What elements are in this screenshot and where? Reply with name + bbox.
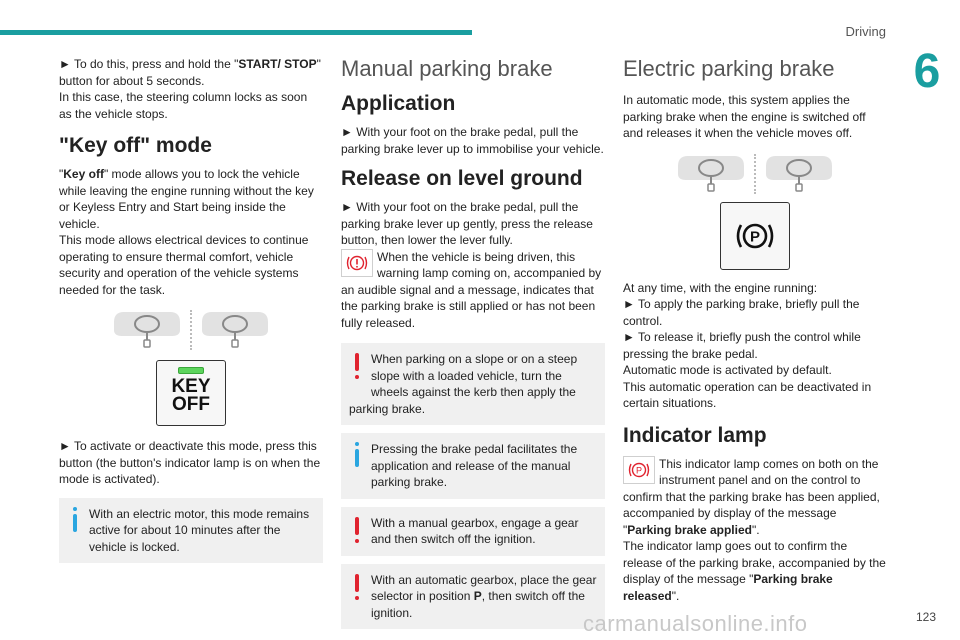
info-icon	[67, 506, 89, 540]
steering-wheel-illustration	[623, 153, 887, 194]
paragraph: ► To do this, press and hold the "START/…	[59, 57, 321, 88]
steering-wheel-right-icon	[202, 312, 268, 348]
paragraph: P This indicator lamp comes on both on t…	[623, 455, 880, 537]
paragraph: ► To apply the parking brake, briefly pu…	[623, 297, 860, 328]
svg-text:P: P	[636, 465, 642, 475]
column-2: Manual parking brake Application ► With …	[341, 56, 605, 637]
title-manual-parking-brake: Manual parking brake	[341, 56, 553, 81]
parking-brake-p-icon: P	[736, 223, 774, 248]
parking-brake-control: P	[720, 201, 790, 270]
paragraph: Automatic mode is activated by default.	[623, 363, 832, 377]
title-electric-parking-brake: Electric parking brake	[623, 56, 835, 81]
warning-note: With an automatic gearbox, place the gea…	[341, 563, 605, 629]
heading-release: Release on level ground	[341, 167, 583, 190]
steering-wheel-illustration	[59, 310, 323, 350]
steering-wheel-left-icon	[114, 312, 180, 348]
heading-application: Application	[341, 92, 456, 115]
column-1: ► To do this, press and hold the "START/…	[59, 56, 323, 571]
key-off-indicator-led	[178, 367, 204, 374]
paragraph: This mode allows electrical devices to c…	[59, 233, 309, 297]
warning-note: With a manual gearbox, engage a gear and…	[341, 506, 605, 556]
info-note: With an electric motor, this mode remain…	[59, 497, 323, 563]
column-3: Electric parking brake In automatic mode…	[623, 56, 887, 604]
svg-text:P: P	[750, 228, 760, 245]
paragraph: This automatic operation can be deactiva…	[623, 379, 872, 411]
paragraph: When the vehicle is being driven, this w…	[341, 248, 602, 330]
warning-note: When parking on a slope or on a steep sl…	[341, 343, 605, 425]
chapter-number: 6	[913, 45, 941, 98]
steering-wheel-left-icon	[678, 155, 744, 192]
brake-warning-lamp-icon	[341, 248, 373, 277]
header-accent-bar	[0, 30, 472, 35]
warning-icon	[349, 515, 371, 549]
page-number: 123	[915, 610, 936, 624]
info-icon	[349, 441, 371, 475]
paragraph: In automatic mode, this system applies t…	[623, 93, 866, 140]
paragraph: At any time, with the engine running:	[623, 280, 818, 295]
paragraph: The indicator lamp goes out to confirm t…	[623, 539, 886, 603]
steering-wheel-right-icon	[766, 155, 832, 192]
heading-indicator-lamp: Indicator lamp	[623, 423, 767, 447]
info-note: Pressing the brake pedal facilitates the…	[341, 433, 605, 499]
key-off-label-line1: KEY	[171, 376, 211, 397]
warning-icon	[349, 351, 371, 385]
warning-icon	[349, 572, 371, 606]
key-off-label-line2: OFF	[172, 394, 210, 415]
paragraph: ► With your foot on the brake pedal, pul…	[341, 200, 593, 247]
divider	[754, 153, 756, 194]
section-label: Driving	[845, 24, 886, 39]
paragraph: "Key off" mode allows you to lock the ve…	[59, 167, 314, 231]
divider	[190, 310, 192, 350]
heading-key-off: "Key off" mode	[59, 134, 212, 157]
paragraph: In this case, the steering column locks …	[59, 90, 308, 121]
paragraph: ► To release it, briefly push the contro…	[623, 330, 861, 361]
key-off-button: KEY OFF	[156, 360, 226, 426]
paragraph: ► To activate or deactivate this mode, p…	[59, 439, 321, 486]
watermark: carmanualsonline.info	[583, 611, 808, 636]
paragraph: ► With your foot on the brake pedal, pul…	[341, 125, 604, 156]
parking-brake-indicator-lamp-icon: P	[623, 455, 655, 484]
